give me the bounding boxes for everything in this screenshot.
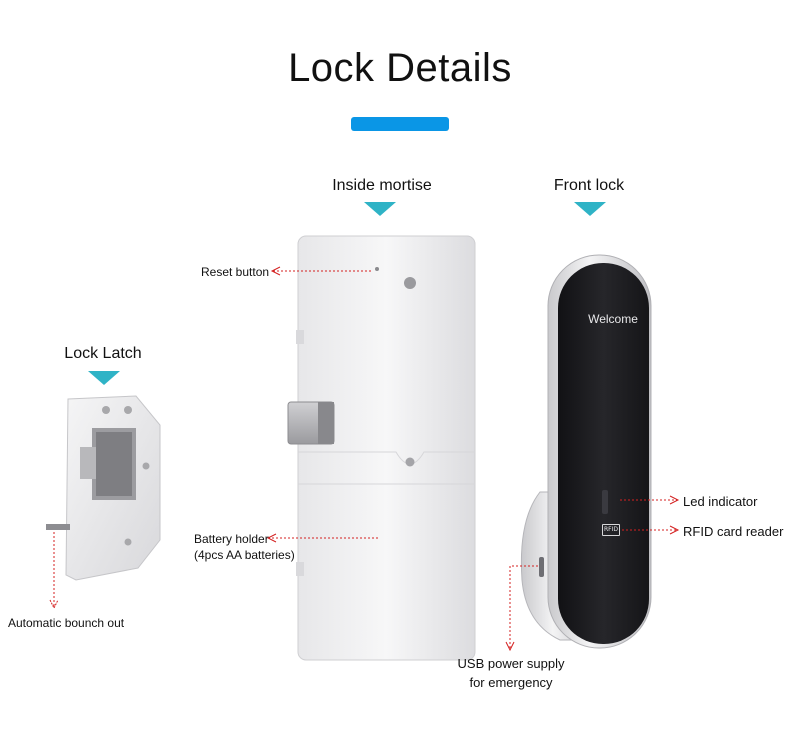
leader-usb	[505, 565, 538, 652]
label-front-lock: Front lock	[553, 177, 625, 194]
leader-reset-button	[270, 266, 373, 276]
callout-battery-count: (4pcs AA batteries)	[194, 548, 295, 562]
leader-rfid-reader	[622, 525, 680, 535]
label-inside-mortise: Inside mortise	[332, 177, 432, 194]
callout-rfid-reader: RFID card reader	[683, 524, 784, 539]
leader-led-indicator	[620, 495, 680, 505]
callout-bounch-out: Automatic bounch out	[8, 616, 125, 630]
callout-led-indicator: Led indicator	[683, 494, 758, 509]
callout-usb-emergency: for emergency	[469, 675, 553, 690]
pointer-lock-latch-icon	[88, 371, 120, 385]
callout-battery-holder: Battery holder	[194, 532, 269, 546]
pointer-inside-mortise-icon	[364, 202, 396, 216]
leader-bounch-out	[49, 532, 59, 610]
page-title: Lock Details	[288, 46, 512, 90]
lock-latch-body	[46, 395, 161, 581]
mortise-body	[287, 235, 476, 661]
title-accent-bar	[351, 117, 449, 131]
callout-usb-power: USB power supply	[457, 656, 565, 671]
device-screen-text: Welcome	[588, 312, 638, 326]
label-lock-latch: Lock Latch	[64, 345, 142, 362]
callout-reset-button: Reset button	[201, 265, 270, 279]
pointer-front-lock-icon	[574, 202, 606, 216]
rfid-badge-icon: RFID	[602, 524, 620, 536]
front-lock-body	[520, 254, 652, 649]
leader-battery-holder	[266, 533, 380, 543]
